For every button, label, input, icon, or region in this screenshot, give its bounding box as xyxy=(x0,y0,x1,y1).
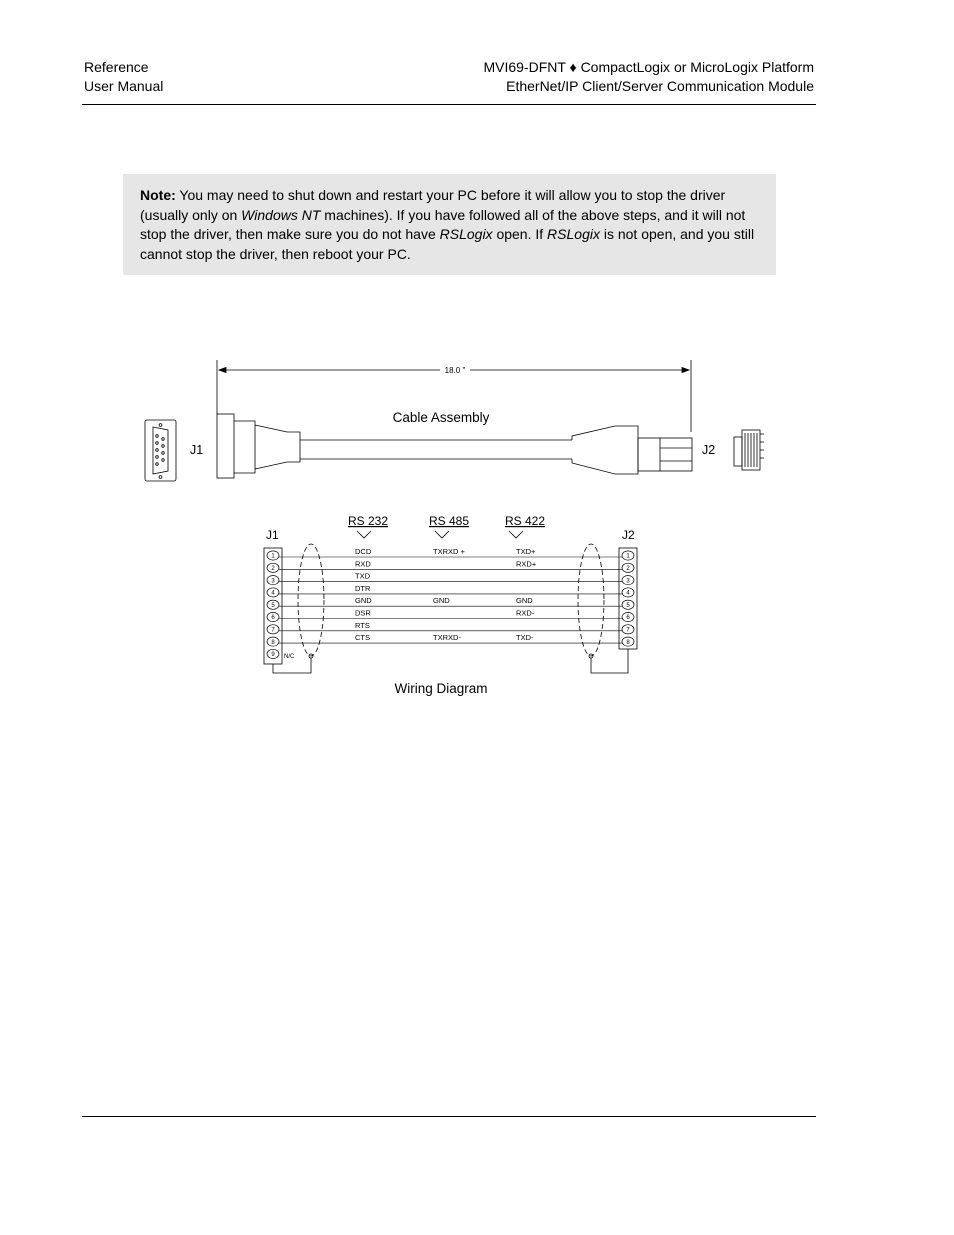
note-box: Note: You may need to shut down and rest… xyxy=(123,174,776,275)
j1-pin-number: 9 xyxy=(271,652,275,658)
header-left: Reference User Manual xyxy=(84,58,163,96)
wiring-j2-label: J2 xyxy=(622,528,635,542)
j2-pin-number: 4 xyxy=(626,591,630,597)
j1-pin-2 xyxy=(266,562,280,573)
column-chevrons xyxy=(356,530,524,539)
header-section: Reference xyxy=(84,59,149,75)
j1-pin-9 xyxy=(266,648,280,659)
j2-pin-number: 2 xyxy=(626,566,630,572)
note-italic-3: RSLogix xyxy=(547,226,600,243)
j1-pin-4 xyxy=(266,587,280,598)
wiring-rows: 1 1 DCD TXRXD + TXD+ 2 2 RXD RXD+ 3 3 TXD 4 4 DTR 5 5 GND… xyxy=(266,547,635,659)
j2-pin-number: 1 xyxy=(626,554,630,560)
dimension-line xyxy=(216,360,692,432)
note-italic-1: Windows NT xyxy=(241,206,321,223)
j2-pin-3 xyxy=(621,575,635,586)
j1-pin-number: 1 xyxy=(271,554,275,560)
j2-pin-4 xyxy=(621,587,635,598)
signal-rs232: GND xyxy=(355,596,372,605)
j1-pin-number: 6 xyxy=(271,615,275,621)
rj45-connector-icon xyxy=(733,429,764,471)
j1-pin-1 xyxy=(266,550,280,561)
col-header-rs485: RS 485 xyxy=(429,514,469,528)
note-text-2: machines). If you have followed all of t… xyxy=(140,206,746,243)
signal-rs232: CTS xyxy=(355,633,370,642)
j2-pin-6 xyxy=(621,612,635,622)
j1-pin-3 xyxy=(266,575,280,586)
signal-rs232: DSR xyxy=(355,609,371,618)
j2-pin-number: 8 xyxy=(626,640,630,646)
j1-pin-8 xyxy=(266,636,280,647)
signal-rs422: TXD+ xyxy=(516,547,536,556)
signal-rs422: TXD- xyxy=(516,633,534,642)
note-text-4: is not open, and you still cannot stop t… xyxy=(140,226,755,262)
col-header-rs232: RS 232 xyxy=(348,514,388,528)
j2-pin-5 xyxy=(621,599,635,610)
cable-shield xyxy=(272,543,629,674)
signal-rs422: RXD- xyxy=(516,609,535,618)
j2-pin-2 xyxy=(621,562,635,573)
j1-pin-number: 3 xyxy=(271,578,275,584)
j2-pin-7 xyxy=(621,624,635,635)
signal-rs485: TXRXD- xyxy=(433,633,461,642)
signal-rs232: DCD xyxy=(355,547,372,556)
signal-rs232: RTS xyxy=(355,621,370,630)
signal-rs422: RXD+ xyxy=(516,559,537,568)
j2-pin-1 xyxy=(621,550,635,561)
signal-rs485: GND xyxy=(433,596,450,605)
j1-pin-5 xyxy=(266,599,280,610)
header-module: EtherNet/IP Client/Server Communication … xyxy=(506,78,814,94)
cable-assembly-title: Cable Assembly xyxy=(393,410,490,425)
footer-rule xyxy=(82,1116,816,1117)
dimension-label: 18.0 " xyxy=(445,366,466,375)
cable-j2-label: J2 xyxy=(702,443,715,457)
j2-pin-number: 5 xyxy=(626,603,630,609)
db9-connector-icon xyxy=(144,419,177,482)
j1-pin-number: 8 xyxy=(271,640,275,646)
j1-pin-number: 4 xyxy=(271,591,275,597)
j1-pin-number: 2 xyxy=(271,566,275,572)
cable-j1-label: J1 xyxy=(190,443,203,457)
note-text-1: You may need to shut down and restart yo… xyxy=(140,187,726,223)
header-doc-type: User Manual xyxy=(84,78,164,94)
j2-pin-8 xyxy=(621,636,635,647)
header-rule xyxy=(82,104,816,105)
signal-rs485: TXRXD + xyxy=(433,547,466,556)
signal-rs232: DTR xyxy=(355,584,371,593)
j1-pin-7 xyxy=(266,624,280,635)
j1-pin-number: 7 xyxy=(271,628,275,634)
wiring-diagram-title: Wiring Diagram xyxy=(394,681,487,696)
col-header-rs422: RS 422 xyxy=(505,514,545,528)
header-product: MVI69-DFNT ♦ CompactLogix or MicroLogix … xyxy=(483,59,814,75)
signal-rs422: GND xyxy=(516,596,533,605)
note-italic-2: RSLogix xyxy=(439,226,493,243)
note-label: Note: xyxy=(140,187,176,203)
note-text-3: open. If xyxy=(492,226,548,243)
cable-assembly-drawing xyxy=(216,413,693,479)
j1-pin-6 xyxy=(266,612,280,622)
j1-pin-number: 5 xyxy=(271,603,275,609)
header-right: MVI69-DFNT ♦ CompactLogix or MicroLogix … xyxy=(483,58,814,96)
nc-label: N/C xyxy=(284,654,295,660)
signal-rs232: TXD xyxy=(355,572,371,581)
signal-rs232: RXD xyxy=(355,559,371,568)
j2-pin-number: 7 xyxy=(626,628,630,634)
wiring-j1-label: J1 xyxy=(266,528,279,542)
j2-pin-number: 3 xyxy=(626,578,630,584)
j2-pin-number: 6 xyxy=(626,615,630,621)
